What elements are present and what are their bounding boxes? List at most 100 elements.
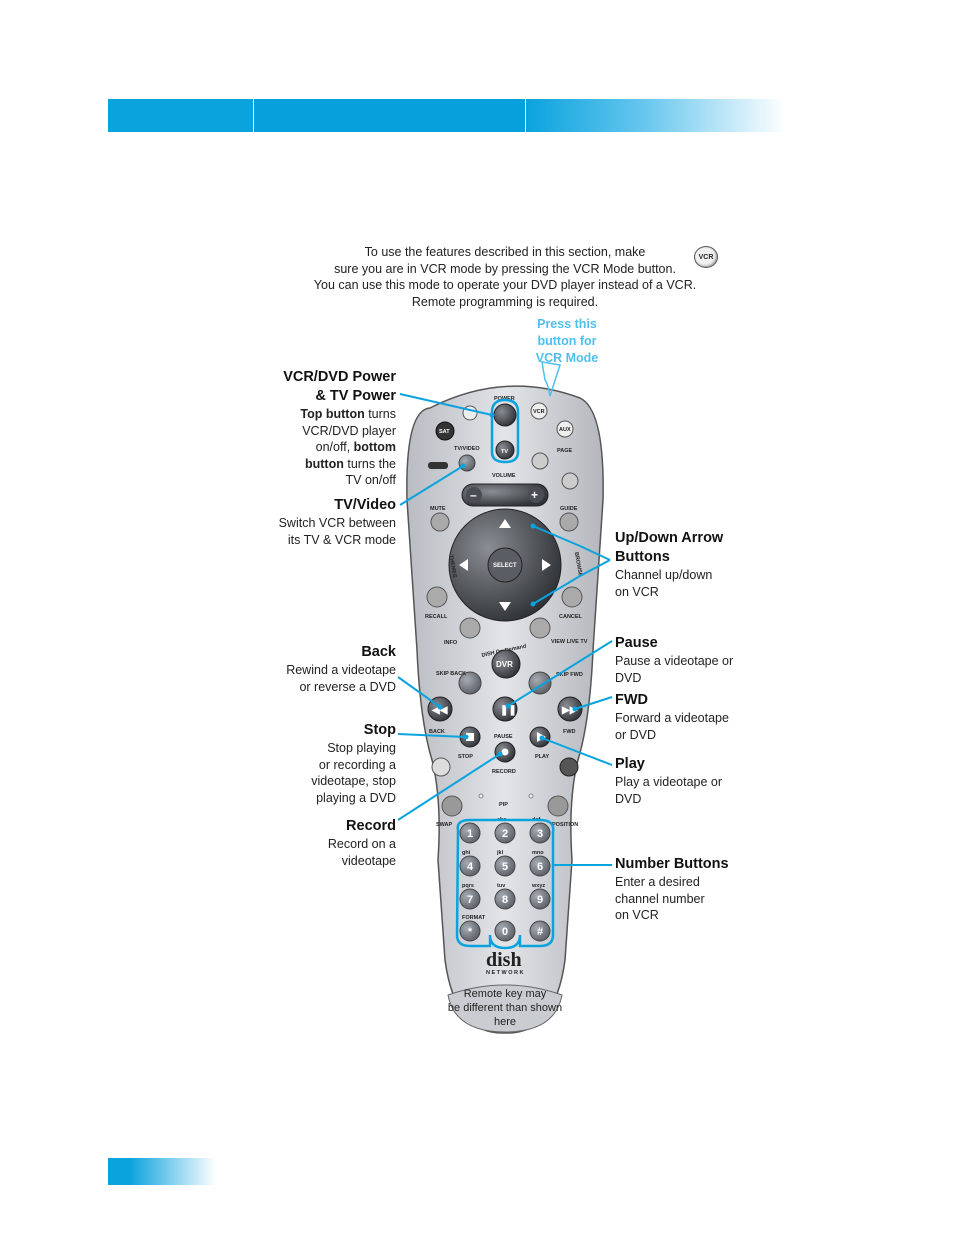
callout-line: button for xyxy=(537,334,597,348)
aux-button xyxy=(556,420,574,438)
number-key-letters: mno xyxy=(532,850,544,856)
number-key-label: 4 xyxy=(467,861,474,873)
annotation-play: Play Play a videotape or DVD xyxy=(615,756,723,806)
page-label: PAGE xyxy=(557,448,573,454)
number-key-9[interactable] xyxy=(529,888,551,910)
remote-bottom-cap xyxy=(447,984,563,1033)
mute-label: MUTE xyxy=(430,506,446,512)
svg-text:▶▶: ▶▶ xyxy=(561,705,579,716)
tv-label: TV xyxy=(501,449,508,455)
brand-sub: NETWORK xyxy=(486,970,525,976)
vcr-label: VCR xyxy=(533,409,545,415)
note-line: Remote key may xyxy=(463,988,547,1000)
aux-label: AUX xyxy=(559,427,571,433)
fwd-button xyxy=(557,696,583,722)
svg-text:◀◀: ◀◀ xyxy=(431,705,448,716)
select-label: SELECT xyxy=(493,563,517,569)
view-live-tv-button xyxy=(529,617,551,639)
browse-label: BROWSE xyxy=(573,552,583,578)
dvr-button xyxy=(491,649,521,679)
view-live-tv-label: VIEW LIVE TV xyxy=(551,639,588,645)
tv-power-button xyxy=(495,440,515,460)
number-key-label: 0 xyxy=(502,926,508,938)
recall-label: RECALL xyxy=(425,614,448,620)
sat-button xyxy=(435,421,455,441)
number-key-0[interactable] xyxy=(494,920,516,942)
number-key-hash[interactable] xyxy=(529,920,551,942)
number-key-3[interactable] xyxy=(529,822,551,844)
annotation-tvvideo: TV/Video Switch VCR between its TV & VCR… xyxy=(278,497,396,547)
annotation-updown: Up/Down Arrow Buttons Channel up/down on… xyxy=(615,530,724,599)
number-key-7[interactable] xyxy=(459,888,481,910)
number-key-4[interactable] xyxy=(459,855,481,877)
annotation-pause: Pause Pause a videotape or DVD xyxy=(615,635,734,685)
press-vcr-callout: Press this button for VCR Mode xyxy=(528,316,606,367)
number-key-label: 8 xyxy=(502,894,508,906)
page-up-button xyxy=(531,452,549,470)
guide-button xyxy=(559,512,579,532)
number-key-letters: jkl xyxy=(496,850,504,856)
aux-right-button xyxy=(559,757,579,777)
number-key-star[interactable] xyxy=(459,920,481,942)
volume-rocker xyxy=(461,483,549,507)
number-key-letters: ghi xyxy=(462,850,471,856)
number-key-1[interactable] xyxy=(459,822,481,844)
number-key-label: # xyxy=(537,926,543,938)
annotation-record: Record Record on a videotape xyxy=(327,818,396,868)
cancel-label: CANCEL xyxy=(559,614,583,620)
tvvideo-label: TV/VIDEO xyxy=(454,446,480,452)
mute-button xyxy=(430,512,450,532)
annotation-title: & TV Power xyxy=(315,388,396,404)
vcr-mode-button-icon: VCR xyxy=(694,246,718,268)
annotation-number-buttons: Number Buttons Enter a desired channel n… xyxy=(615,856,729,922)
pip-label: PIP xyxy=(499,802,508,808)
play-label: PLAY xyxy=(535,754,549,760)
skip-fwd-label: SKIP FWD xyxy=(556,672,583,678)
skip-back-label: SKIP BACK xyxy=(436,671,466,677)
number-key-5[interactable] xyxy=(494,855,516,877)
number-key-6[interactable] xyxy=(529,855,551,877)
note-line: here xyxy=(493,1016,517,1028)
number-key-8[interactable] xyxy=(494,888,516,910)
position-button xyxy=(547,795,569,817)
intro-line: To use the features described in this se… xyxy=(364,245,646,259)
intro-line: sure you are in VCR mode by pressing the… xyxy=(334,261,676,276)
select-button xyxy=(487,547,523,583)
aux-left-button xyxy=(431,757,451,777)
stop-label: STOP xyxy=(458,754,473,760)
number-key-label: 7 xyxy=(467,894,473,906)
number-key-letters: FORMAT xyxy=(462,915,486,921)
number-key-2[interactable] xyxy=(494,822,516,844)
volume-label: VOLUME xyxy=(492,473,516,479)
number-key-label: 3 xyxy=(537,828,543,840)
number-key-label: * xyxy=(468,926,473,938)
leader-lines xyxy=(397,393,613,866)
number-key-label: 6 xyxy=(537,861,543,873)
position-label: POSITION xyxy=(552,822,578,828)
svg-text:–: – xyxy=(470,488,477,502)
intro-line: You can use this mode to operate your DV… xyxy=(313,278,697,292)
cancel-button xyxy=(561,586,583,608)
callout-line: Press this xyxy=(537,317,597,331)
swap-button xyxy=(441,795,463,817)
number-key-label: 5 xyxy=(502,861,508,873)
annotation-power: VCR/DVD Power & TV Power Top button turn… xyxy=(210,368,396,489)
record-label: RECORD xyxy=(492,769,516,775)
remote-note: Remote key may be different than shown h… xyxy=(440,987,570,1029)
number-key-label: 1 xyxy=(467,828,473,840)
power-button xyxy=(493,403,517,427)
annotation-stop: Stop Stop playing or recording a videota… xyxy=(311,722,396,805)
recall-button xyxy=(426,586,448,608)
brand-logo: dish xyxy=(486,949,522,971)
number-key-letters: tuv xyxy=(497,883,506,889)
svg-text:❚❚: ❚❚ xyxy=(500,705,517,716)
callout-line: VCR Mode xyxy=(535,351,599,365)
swap-label: SWAP xyxy=(436,822,453,828)
intro-text: To use the features described in this se… xyxy=(250,244,760,310)
page-down-button xyxy=(561,472,579,490)
header-bar-right xyxy=(525,99,786,132)
info-label: INFO xyxy=(444,640,458,646)
skip-back-button xyxy=(458,671,482,695)
